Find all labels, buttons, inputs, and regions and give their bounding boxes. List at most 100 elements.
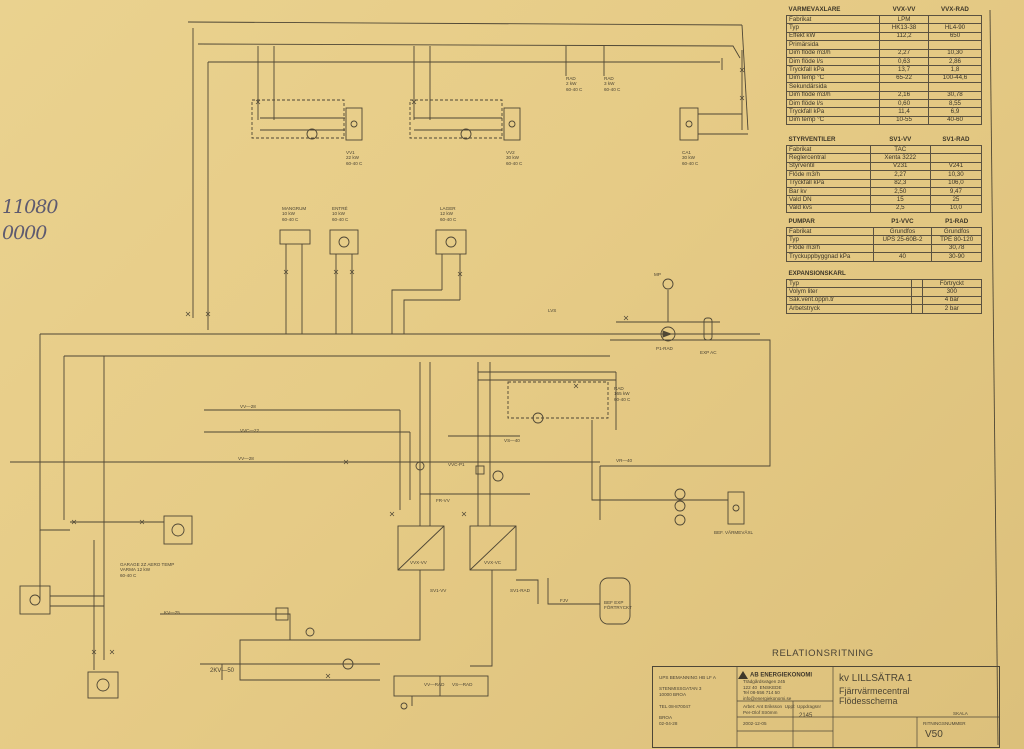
label-vvc-p1: VVC-P1 [448,462,465,467]
table-header-cell: PUMPAR [788,218,815,226]
table-cell: 40-60 [927,115,983,126]
table-cell [911,295,923,306]
table-cell: 2,27 [879,48,929,58]
table-cell: Reglercentral [786,153,871,163]
table-cell: 40 [872,252,933,262]
label-vvx-vc: VVX-VC [484,560,502,565]
table-cell: 0,60 [879,98,929,109]
table-cell: 6,9 [927,107,983,117]
table-header-cell: EXPANSIONSKÄRL [788,270,846,278]
table-cell: Dim flöde l/s [785,56,881,67]
table-cell: 2,5 [869,203,931,214]
table-row: Sekundärsida [785,82,983,92]
table-cell: Primärsida [785,40,881,50]
table-cell: Bar kv [786,186,871,197]
table-cell: Grundfos [872,226,933,237]
table-cell: Dim flöde m3/h [785,48,881,58]
label-sv1-rad: SV1-RAD [510,588,530,593]
label-lvs: LVS [548,308,557,313]
label-vvc-22: VVC—22 [240,428,260,433]
title-block: UPS BEMANNING HB LF A STENMISSGATAN 3 10… [652,666,1000,748]
table-cell: 2,86 [927,56,983,67]
table-header-cell: SV1-VV [889,136,912,144]
label-rad-a: RAD 2 kW 60-40 C [566,76,583,92]
table-cell: Vald DN [786,195,871,205]
company-info: Trädgårdsvägen 245 122 40 ENSKEDE Tel 08… [743,679,792,702]
project-number: 2145 [799,713,813,719]
number-label: Uppdragsnr [797,704,822,709]
table-cell: 10,30 [927,48,983,58]
table-cell: Effekt kW [785,31,881,42]
table-cell: Tryckfall kPa [785,107,881,117]
table-cell: Fabrikat [786,226,874,237]
designer-info: Arbet: Ant Eriksson Uppl: Per-Olof Ström… [743,704,796,715]
table-cell [927,14,983,25]
table-cell: V241 [929,161,983,172]
relation-title: RELATIONSRITNING [772,648,874,659]
label-vv1: VV1 22 kW 60-40 C [346,150,363,166]
label-exp: EXP AC [700,350,717,355]
label-vv-28b: VV—28 [238,456,254,461]
drawing-date: 2002-12-05 [743,721,767,726]
logo-triangle-icon [738,671,748,679]
table-cell: 2,16 [879,90,929,100]
table-cell: 0,63 [879,56,929,67]
table-cell: Typ [785,23,881,33]
drawing-number-label: RITNINGSNUMMER [923,721,966,726]
table-header-cell [922,270,981,280]
label-mp: MP [654,272,661,277]
table-cell: 9,47 [929,186,983,197]
label-bef-exp: BEF EXP FÖRTRYCKT [604,600,632,611]
table-header-cell: SV1-RAD [942,136,970,144]
table-cell: 10-55 [879,115,929,126]
table-cell: 650 [927,31,983,42]
table-cell: 13,7 [879,65,929,75]
label-kv-25: KV—25 [164,610,180,615]
table-header-cell: P1-RAD [945,218,969,226]
table-cell: Xenta 3222 [869,153,931,163]
table-cell: 4 bar [921,295,983,306]
table-cell [879,82,929,92]
table-header-cell: VVX-RAD [941,6,969,14]
label-bef-vv: BEF. VÄRMEVÄXL [714,530,754,535]
table-cell [929,153,983,163]
table-cell: 25 [929,195,983,205]
drawing-subtitle: Fjärrvärmecentral Flödesschema [839,686,910,706]
table-header-cell: VVX-VV [892,6,916,14]
table-cell: 2 bar [921,304,983,314]
client-info: UPS BEMANNING HB LF A STENMISSGATAN 3 10… [659,675,716,726]
label-sv1-vv: SV1-VV [430,588,447,593]
table-cell: 15 [869,195,931,205]
table-cell: 100-44,6 [927,73,983,84]
table-cell: 30,78 [931,243,982,254]
label-vv-28: VV—28 [240,404,256,409]
table-cell [911,287,923,297]
label-fr-vv: FR-VV [436,498,450,503]
table-cell [927,82,983,92]
table-cell: Styrventil [786,161,871,172]
table-cell: Fabrikat [785,14,881,25]
table-cell: HK13-38 [879,23,929,33]
table-cell [872,243,933,254]
label-vs-40: VS—40 [504,438,520,443]
table-cell: Sekundärsida [785,82,881,92]
table-cell: UPS 25-60B-2 [872,235,933,245]
table-cell: Förtryckt [921,278,983,289]
